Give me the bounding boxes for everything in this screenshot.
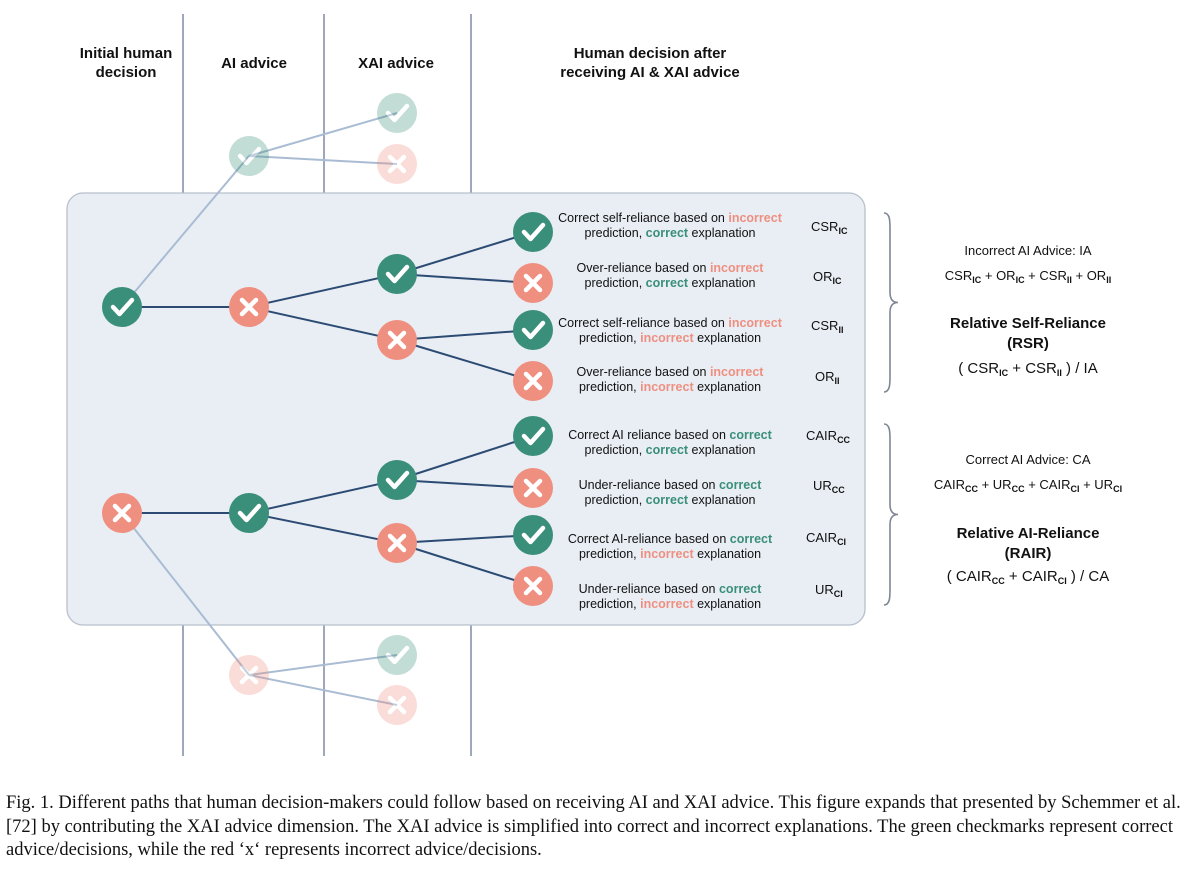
rsr-formula: ( CSRIC + CSRII ) / IA — [958, 360, 1098, 378]
outcome-description: Correct self-reliance based on incorrect… — [558, 211, 782, 240]
outcome-metric: ORIC — [813, 269, 842, 286]
outcome-metric: CSRIC — [811, 219, 848, 236]
checkmark-icon — [513, 416, 553, 456]
path-edge — [396, 542, 534, 587]
path-edge — [248, 155, 398, 165]
checkmark-icon — [377, 635, 417, 675]
checkmark-icon — [102, 287, 142, 327]
path-edge — [396, 339, 534, 382]
rsr-sum: CSRIC + ORIC + CSRII + ORII — [944, 268, 1112, 285]
path-edge — [248, 273, 398, 308]
path-edge — [121, 155, 250, 308]
outcome-metric: CSRII — [811, 318, 844, 335]
path-edge — [248, 654, 398, 676]
cross-icon — [377, 320, 417, 360]
path-edge — [396, 329, 534, 341]
cross-icon — [513, 468, 553, 508]
path-edge — [248, 512, 398, 544]
checkmark-icon — [229, 136, 269, 176]
cross-icon — [377, 523, 417, 563]
path-edge — [396, 435, 534, 481]
rair-formula: ( CAIRCC + CAIRCI ) / CA — [946, 568, 1110, 586]
figure-caption: Fig. 1. Different paths that human decis… — [6, 793, 1181, 860]
rsr-name: Relative Self-Reliance — [950, 315, 1106, 332]
cross-icon — [229, 655, 269, 695]
path-edge — [396, 534, 534, 544]
cross-icon — [229, 287, 269, 327]
header-initial-decision: Initial human decision — [79, 45, 173, 81]
outcome-metric: CAIRCI — [806, 530, 847, 547]
cross-icon — [102, 493, 142, 533]
decision-tree-diagram — [66, 14, 899, 756]
rair-label: Correct AI Advice: CA — [965, 452, 1091, 467]
rsr-abbr: (RSR) — [1007, 335, 1049, 352]
cross-icon — [513, 263, 553, 303]
checkmark-icon — [377, 254, 417, 294]
path-edge — [396, 231, 534, 275]
rair-abbr: (RAIR) — [1004, 545, 1052, 562]
checkmark-icon — [513, 212, 553, 252]
rair-sum: CAIRCC + URCC + CAIRCI + URCI — [933, 477, 1123, 494]
path-edge — [121, 512, 250, 676]
brace-rair — [883, 423, 899, 606]
checkmark-icon — [377, 93, 417, 133]
outcome-metric: CAIRCC — [806, 428, 851, 445]
header-ai-advice: AI advice — [221, 55, 287, 72]
path-edge — [248, 112, 398, 157]
checkmark-icon — [513, 515, 553, 555]
rair-name: Relative AI-Reliance — [956, 525, 1100, 542]
cross-icon — [377, 685, 417, 725]
outcome-metric: URCC — [813, 478, 845, 495]
outcome-metric: URCI — [815, 582, 843, 599]
cross-icon — [377, 144, 417, 184]
outcome-metric: ORII — [815, 369, 840, 386]
header-final-decision: Human decision after receiving AI & XAI … — [560, 45, 740, 81]
brace-rsr — [883, 212, 899, 393]
cross-icon — [513, 361, 553, 401]
path-edge — [396, 273, 534, 284]
checkmark-icon — [229, 493, 269, 533]
path-edge — [248, 674, 398, 706]
cross-icon — [513, 566, 553, 606]
path-edge — [248, 479, 398, 514]
checkmark-icon — [513, 310, 553, 350]
path-edge — [248, 306, 398, 341]
outcome-description: Correct self-reliance based on incorrect… — [558, 316, 782, 345]
checkmark-icon — [377, 460, 417, 500]
path-edge — [396, 479, 534, 489]
header-xai-advice: XAI advice — [358, 55, 434, 72]
rsr-label: Incorrect AI Advice: IA — [964, 243, 1092, 258]
